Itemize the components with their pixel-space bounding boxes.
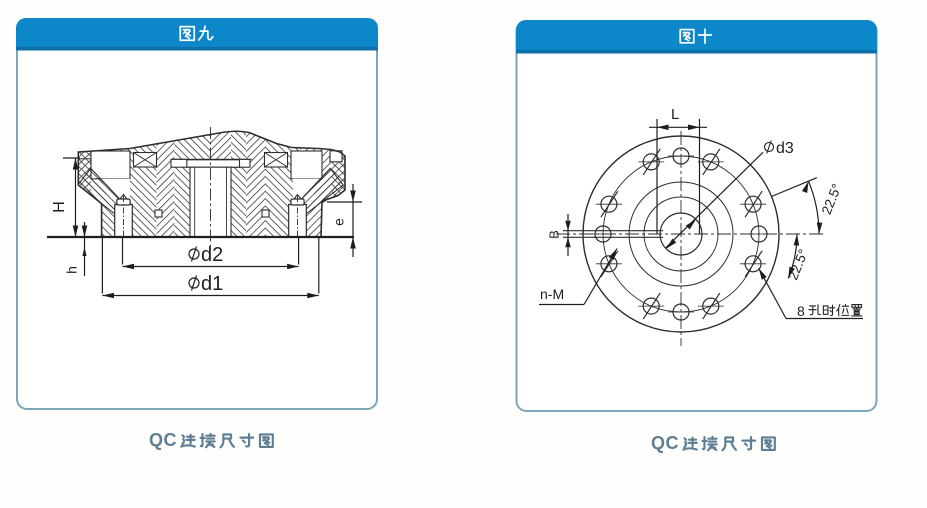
svg-text:8: 8: [797, 303, 805, 319]
svg-text:H: H: [51, 201, 68, 213]
svg-text:QC: QC: [651, 433, 679, 453]
svg-text:d2: d2: [201, 244, 223, 266]
svg-text:e: e: [331, 218, 347, 226]
svg-text:QC: QC: [149, 430, 177, 450]
svg-text:d3: d3: [776, 140, 794, 157]
svg-text:n-M: n-M: [540, 286, 564, 302]
svg-text:B: B: [546, 230, 561, 239]
svg-text:d1: d1: [201, 273, 223, 295]
svg-text:h: h: [64, 266, 80, 274]
svg-text:L: L: [671, 106, 679, 123]
